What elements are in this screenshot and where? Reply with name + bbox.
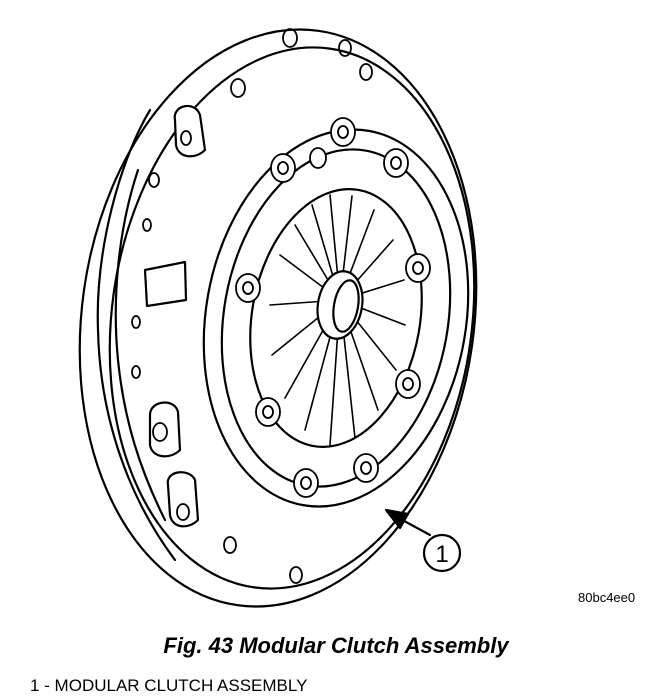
callout-1: 1 (384, 508, 462, 573)
legend-item: 1 - MODULAR CLUTCH ASSEMBLY (30, 676, 308, 695)
clutch-assembly-illustration: 1 (78, 28, 478, 608)
callout-number: 1 (435, 541, 448, 568)
center-hub (316, 270, 364, 340)
figure-caption: Fig. 43 Modular Clutch Assembly (163, 633, 509, 658)
pressure-plate-bolts (235, 117, 431, 498)
image-code: 80bc4ee0 (578, 590, 636, 605)
rim-holes (131, 28, 373, 584)
